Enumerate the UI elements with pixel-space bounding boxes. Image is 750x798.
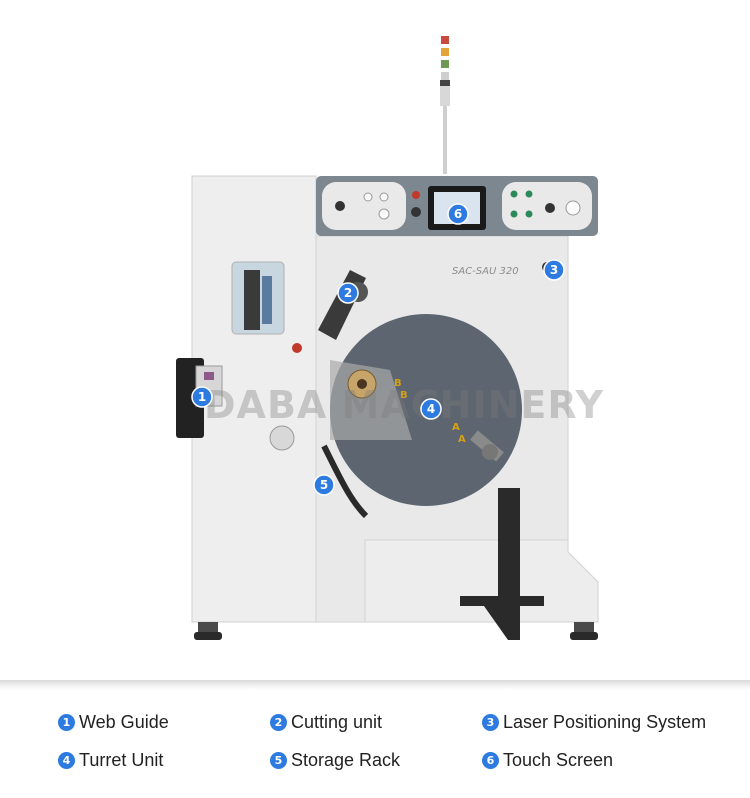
legend-label: Storage Rack	[291, 749, 401, 770]
legend-label: Turret Unit	[79, 749, 164, 770]
legend-item-web-guide: 1 Web Guide	[58, 710, 169, 734]
legend-item-turret-unit: 4 Turret Unit	[58, 748, 163, 772]
legend-item-touch-screen: 6 Touch Screen	[482, 748, 613, 772]
legend-item-cutting-unit: 2 Cutting unit	[270, 710, 382, 734]
badge-turret-unit: 4	[420, 398, 442, 420]
machine-photo: SAC-SAU 320	[176, 36, 604, 640]
number-badge-icon: 4	[58, 751, 75, 769]
number-badge-icon: 5	[270, 751, 287, 769]
svg-text:4: 4	[427, 402, 435, 416]
turret-mark-a2: A	[458, 434, 466, 445]
legend-item-storage-rack: 5 Storage Rack	[270, 748, 400, 772]
legend-label: Laser Positioning System	[503, 711, 707, 732]
model-label: SAC-SAU 320	[452, 266, 519, 277]
legend-item-laser-positioning-system: 3 Laser Positioning System	[482, 710, 706, 734]
legend-label: Web Guide	[79, 711, 169, 732]
component-legend: 1 Web Guide 2 Cutting unit 3 Laser Posit…	[0, 690, 750, 798]
badge-web-guide: 1	[191, 386, 213, 408]
svg-text:2: 2	[344, 286, 352, 300]
turret-mark-b1: B	[394, 378, 402, 389]
section-divider	[0, 680, 750, 690]
number-badge-icon: 1	[58, 713, 75, 731]
svg-text:1: 1	[198, 390, 206, 404]
slitter-rewinder-illustration: SAC-SAU 320	[176, 36, 604, 640]
badge-touch-screen: 6	[447, 203, 469, 225]
svg-text:5: 5	[320, 478, 328, 492]
badge-storage-rack: 5	[313, 474, 335, 496]
watermark-logo: DABA MACHINERY	[204, 383, 604, 427]
number-badge-icon: 2	[270, 713, 287, 731]
storage-rack	[321, 444, 544, 640]
machine-feet	[194, 622, 598, 640]
svg-text:3: 3	[550, 263, 558, 277]
number-badge-icon: 6	[482, 751, 499, 769]
number-badge-icon: 3	[482, 713, 499, 731]
svg-text:6: 6	[454, 207, 462, 221]
turret-mark-b2: B	[400, 390, 408, 401]
turret-mark-a1: A	[452, 422, 460, 433]
turret-unit: B B A A	[330, 314, 522, 506]
legend-label: Cutting unit	[291, 711, 383, 732]
badge-laser-positioning: 3	[543, 259, 565, 281]
badge-cutting-unit: 2	[337, 282, 359, 304]
signal-tower	[440, 36, 450, 174]
legend-label: Touch Screen	[503, 749, 614, 770]
